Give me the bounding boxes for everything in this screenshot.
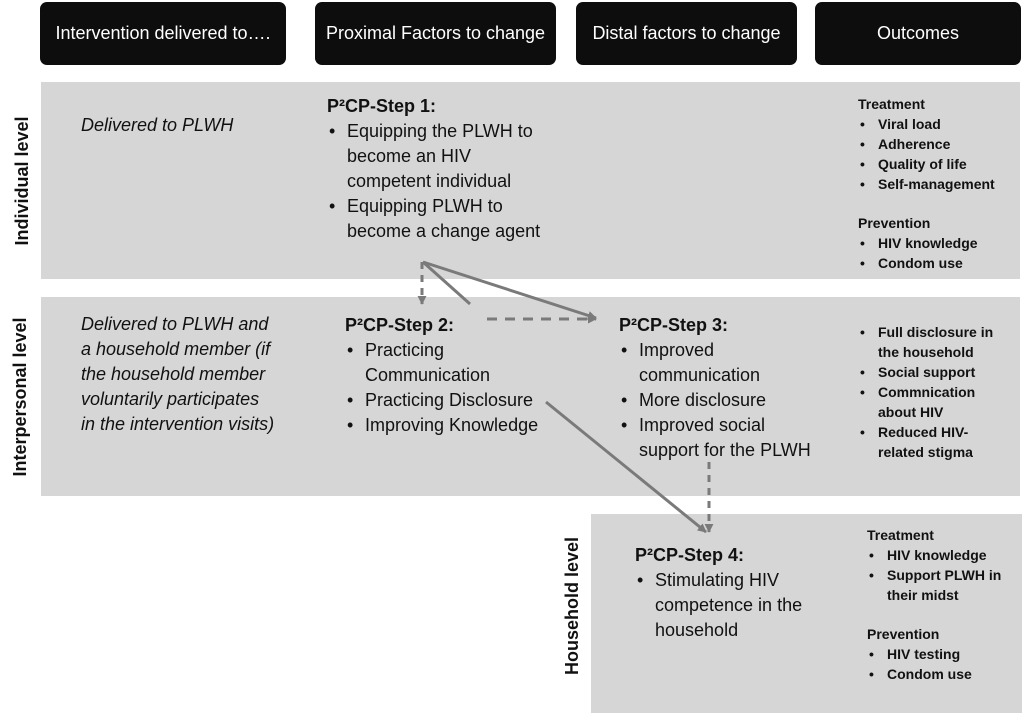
outcomes-individual-treatment-list: Viral load Adherence Quality of life Sel… (858, 114, 1023, 194)
step3-block: P²CP-Step 3: Improved communication More… (619, 313, 829, 463)
outcomes-individual-treatment-title: Treatment (858, 96, 925, 112)
list-item: Improved social support for the PLWH (619, 413, 829, 463)
outcomes-household-treatment-title: Treatment (867, 527, 934, 543)
list-item: Self-management (858, 174, 1023, 194)
header-intervention: Intervention delivered to…. (40, 2, 286, 65)
header-distal-text: Distal factors to change (592, 23, 781, 43)
step1-title: P²CP-Step 1: (327, 96, 437, 116)
header-proximal: Proximal Factors to change (315, 2, 556, 65)
outcomes-individual: Treatment Viral load Adherence Quality o… (858, 94, 1023, 273)
list-item: Viral load (858, 114, 1023, 134)
step1-list: Equipping the PLWH to become an HIV comp… (327, 119, 557, 244)
header-outcomes: Outcomes (815, 2, 1021, 65)
delivered-individual: Delivered to PLWH (81, 115, 234, 135)
step2-block: P²CP-Step 2: Practicing Communication Pr… (345, 313, 565, 438)
outcomes-household: Treatment HIV knowledge Support PLWH in … (867, 525, 1017, 684)
list-item: Practicing Communication (345, 338, 565, 388)
outcomes-interpersonal: Full disclosure in the household Social … (858, 322, 1008, 462)
step1-block: P²CP-Step 1: Equipping the PLWH to becom… (327, 94, 557, 244)
header-distal: Distal factors to change (576, 2, 797, 65)
step3-list: Improved communication More disclosure I… (619, 338, 829, 463)
list-item: Equipping PLWH to become a change agent (327, 194, 557, 244)
header-intervention-text: Intervention delivered to…. (55, 23, 271, 43)
list-item: Commnication about HIV (858, 382, 1008, 422)
arrow-step2-to-step4-solid (545, 400, 707, 534)
list-item: Practicing Disclosure (345, 388, 565, 413)
list-item: HIV testing (867, 644, 1017, 664)
list-item: Equipping the PLWH to become an HIV comp… (327, 119, 557, 194)
delivered-interpersonal: Delivered to PLWH and a household member… (81, 314, 275, 434)
list-item: Quality of life (858, 154, 1023, 174)
outcomes-household-treatment-list: HIV knowledge Support PLWH in their mids… (867, 545, 1017, 605)
list-item: Reduced HIV-related stigma (858, 422, 1008, 462)
header-outcomes-text: Outcomes (876, 23, 960, 43)
step4-title: P²CP-Step 4: (635, 545, 745, 565)
list-item: Adherence (858, 134, 1023, 154)
list-item: Condom use (867, 664, 1017, 684)
outcomes-household-prevention-list: HIV testing Condom use (867, 644, 1017, 684)
step2-title: P²CP-Step 2: (345, 315, 455, 335)
list-item: Improved communication (619, 338, 829, 388)
list-item: Stimulating HIV competence in the househ… (635, 568, 835, 643)
step4-list: Stimulating HIV competence in the househ… (635, 568, 835, 643)
arrow-step1-to-step2-solid (422, 260, 471, 306)
list-item: Social support (858, 362, 1008, 382)
list-item: More disclosure (619, 388, 829, 413)
list-item: HIV knowledge (858, 233, 1023, 253)
outcomes-individual-prevention-list: HIV knowledge Condom use (858, 233, 1023, 273)
list-item: HIV knowledge (867, 545, 1017, 565)
outcomes-household-prevention-title: Prevention (867, 626, 940, 642)
step4-block: P²CP-Step 4: Stimulating HIV competence … (635, 543, 835, 643)
list-item: Condom use (858, 253, 1023, 273)
step2-list: Practicing Communication Practicing Disc… (345, 338, 565, 438)
outcomes-individual-prevention-title: Prevention (858, 215, 931, 231)
list-item: Improving Knowledge (345, 413, 565, 438)
header-proximal-text: Proximal Factors to change (325, 23, 546, 43)
step3-title: P²CP-Step 3: (619, 315, 729, 335)
list-item: Full disclosure in the household (858, 322, 1008, 362)
outcomes-interpersonal-list: Full disclosure in the household Social … (858, 322, 1008, 462)
arrow-step1-to-step3-solid (422, 260, 597, 320)
list-item: Support PLWH in their midst (867, 565, 1017, 605)
